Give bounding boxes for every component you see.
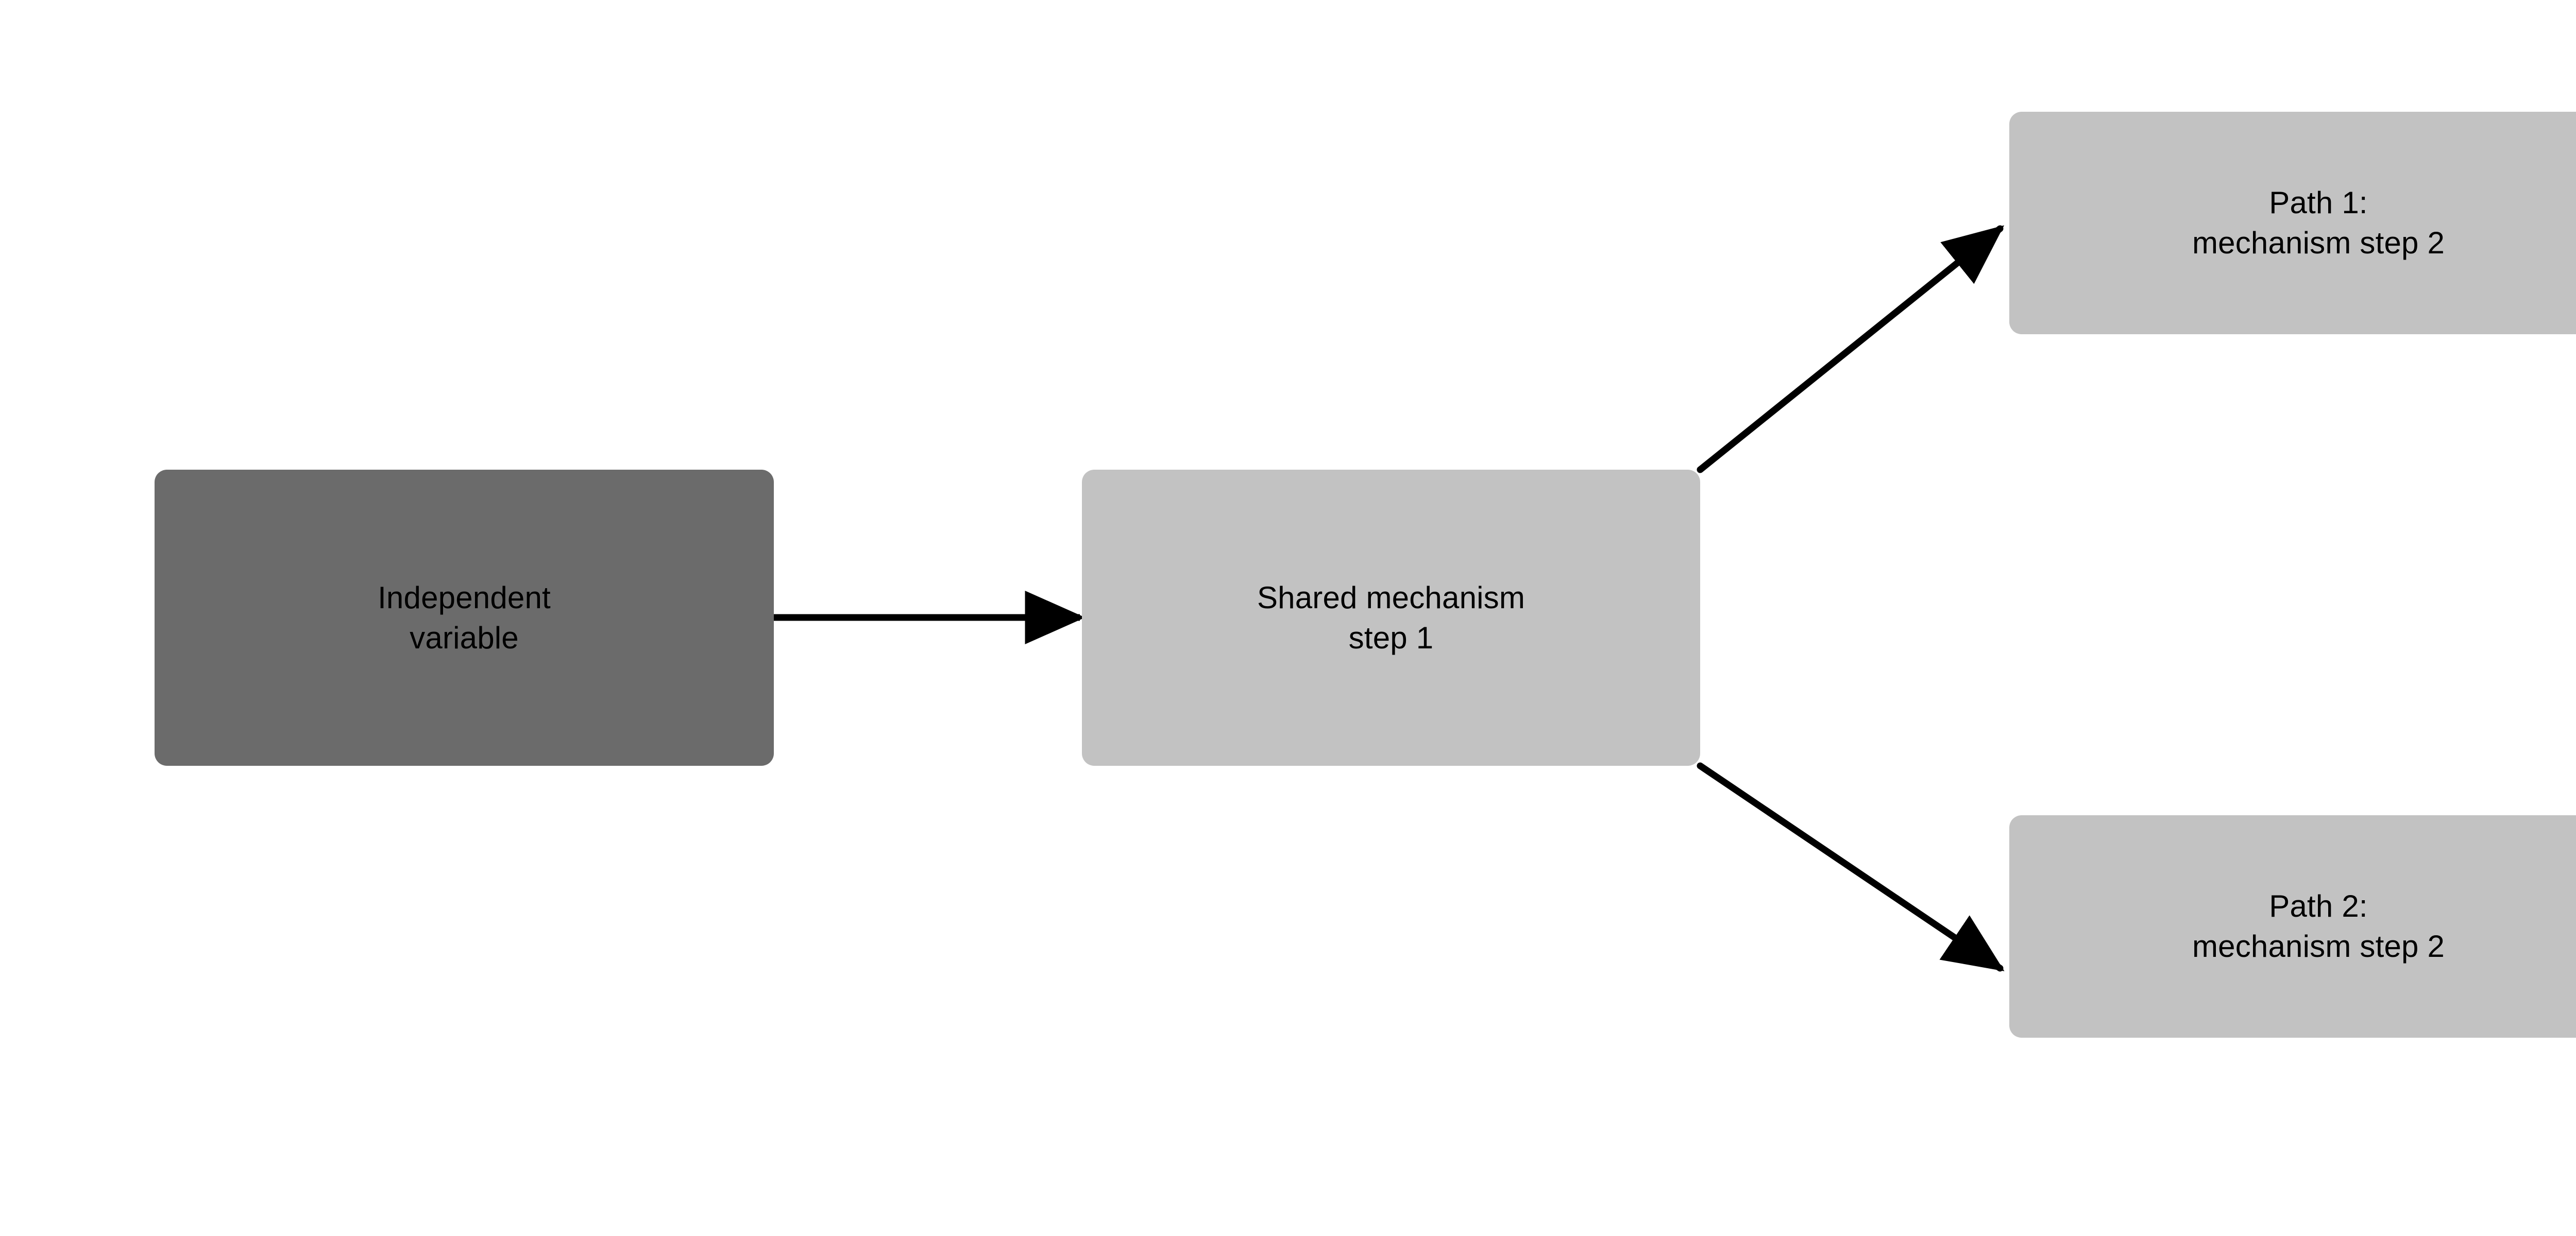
edge-shared-path2 [1697, 762, 2005, 972]
node-path-1-mechanism-step-2-label: Path 1: mechanism step 2 [2192, 185, 2445, 260]
node-independent-variable-label: Independent variable [378, 580, 551, 655]
node-path-2-mechanism-step-2[interactable]: Path 2: mechanism step 2 [2009, 815, 2576, 1038]
edge-shared-path1 [1697, 225, 2005, 473]
node-independent-variable[interactable]: Independent variable [155, 470, 774, 766]
node-shared-mechanism-step-1-label: Shared mechanism step 1 [1257, 580, 1526, 655]
node-shared-mechanism-step-1[interactable]: Shared mechanism step 1 [1082, 470, 1700, 766]
node-path-2-mechanism-step-2-label: Path 2: mechanism step 2 [2192, 889, 2445, 964]
node-path-1-mechanism-step-2[interactable]: Path 1: mechanism step 2 [2009, 112, 2576, 334]
